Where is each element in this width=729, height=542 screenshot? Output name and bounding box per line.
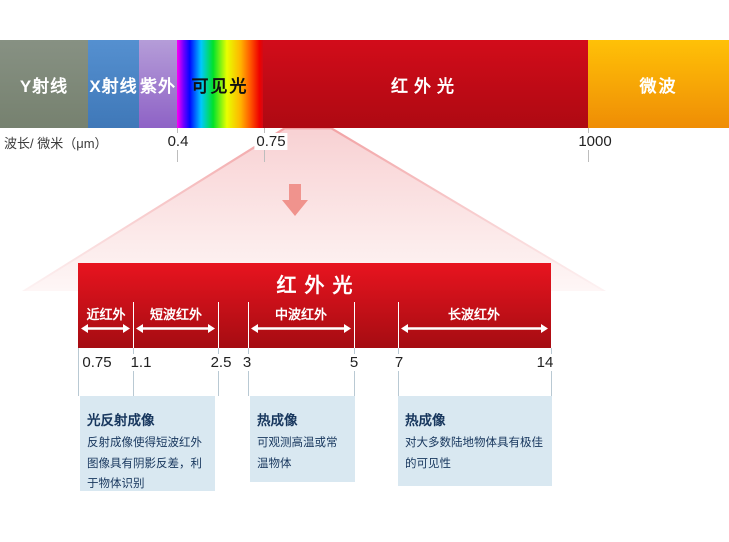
axis-value-0.75: 0.75	[254, 133, 288, 150]
range-arrow-near-ir	[81, 324, 130, 333]
subband-divider	[354, 302, 355, 348]
scale-tick-7	[398, 348, 399, 396]
band-ultraviolet: 紫外	[139, 40, 177, 128]
subband-label-longwave-ir: 长波红外	[447, 307, 501, 322]
band-infrared: 红外光	[263, 40, 588, 128]
scale-tick-1.1	[133, 348, 134, 396]
subband-label-shortwave-ir: 短波红外	[149, 307, 203, 322]
scale-value-7: 7	[392, 354, 406, 371]
scale-value-2.5: 2.5	[208, 354, 234, 371]
scale-tick-0.75	[78, 348, 79, 396]
subband-divider	[133, 302, 134, 348]
info-box-thermal-imaging-long: 热成像 对大多数陆地物体具有极佳的可见性	[398, 396, 552, 486]
band-x-ray: X射线	[88, 40, 139, 128]
info-box-body: 对大多数陆地物体具有极佳的可见性	[405, 437, 543, 470]
subband-divider	[398, 302, 399, 348]
band-gamma-ray: Y射线	[0, 40, 88, 128]
scale-value-3: 3	[240, 354, 254, 371]
scale-value-14: 14	[534, 354, 556, 371]
info-box-title: 光反射成像	[87, 413, 155, 428]
scale-value-0.75: 0.75	[80, 354, 114, 371]
axis-value-0.4: 0.4	[165, 133, 191, 150]
scale-tick-3	[248, 348, 249, 396]
subband-label-midwave-ir: 中波红外	[274, 307, 328, 322]
range-arrow-shortwave-ir	[136, 324, 215, 333]
subband-divider	[248, 302, 249, 348]
band-xray-label: X射线	[89, 76, 138, 96]
infrared-detail-bar: 红外光 近红外 短波红外 中波红外 长波红外	[78, 263, 551, 348]
scale-tick-2.5	[218, 348, 219, 396]
band-gamma-label: Y射线	[19, 76, 69, 96]
subband-divider	[218, 302, 219, 348]
band-infrared-label: 红外光	[391, 76, 460, 96]
scale-value-5: 5	[347, 354, 361, 371]
band-visible-label: 可见光	[191, 76, 249, 96]
band-microwave: 微波	[588, 40, 729, 128]
infrared-detail-title: 红外光	[276, 275, 361, 297]
info-box-reflective-imaging: 光反射成像 反射成像使得短波红外图像具有阴影反差，利于物体识别	[80, 396, 215, 491]
subband-label-near-ir: 近红外	[86, 307, 126, 322]
wavelength-axis-label: 波长/ 微米（μm）	[4, 136, 108, 151]
band-visible-light: 可见光	[177, 40, 263, 128]
scale-tick-5	[354, 348, 355, 396]
info-box-body: 反射成像使得短波红外图像具有阴影反差，利于物体识别	[87, 437, 202, 491]
band-uv-label: 紫外	[140, 76, 176, 96]
info-box-title: 热成像	[405, 413, 446, 428]
info-box-body: 可观测高温或常温物体	[257, 437, 338, 470]
scale-value-1.1: 1.1	[128, 354, 154, 371]
band-microwave-label: 微波	[639, 76, 678, 96]
range-arrow-longwave-ir	[401, 324, 548, 333]
axis-value-1000: 1000	[576, 133, 614, 150]
range-arrow-midwave-ir	[251, 324, 351, 333]
info-box-thermal-imaging-mid: 热成像 可观测高温或常温物体	[250, 396, 355, 482]
info-box-title: 热成像	[257, 413, 298, 428]
